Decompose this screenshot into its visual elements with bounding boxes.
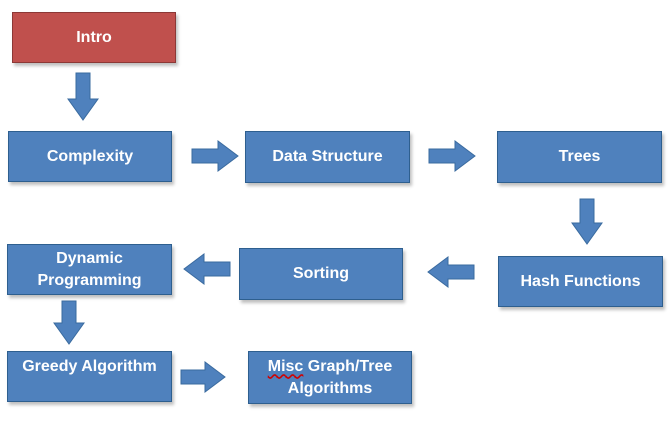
node-dynamic-programming: Dynamic Programming [7, 244, 172, 295]
node-complexity: Complexity [8, 131, 172, 182]
node-intro: Intro [12, 12, 176, 63]
arrow-complexity-to-data-structure [191, 140, 239, 172]
node-intro-label: Intro [76, 28, 112, 46]
arrow-data-structure-to-trees [428, 140, 476, 172]
arrow-greedy-to-misc-graph [180, 361, 226, 393]
node-misc-graph-tree-algorithms: Misc Graph/Tree Algorithms [248, 351, 412, 404]
arrow-intro-to-complexity [67, 72, 99, 121]
node-trees: Trees [497, 131, 662, 183]
arrow-dynamic-programming-to-greedy [53, 300, 85, 345]
node-greedy-algorithm-label: Greedy Algorithm [22, 358, 157, 375]
node-hash-functions: Hash Functions [498, 256, 663, 307]
node-greedy-algorithm: Greedy Algorithm [7, 351, 172, 402]
node-data-structure: Data Structure [245, 131, 410, 183]
arrow-hash-functions-to-sorting [427, 256, 475, 288]
node-dynamic-programming-label: Dynamic Programming [37, 249, 142, 289]
node-hash-functions-label: Hash Functions [520, 272, 641, 290]
node-sorting: Sorting [239, 248, 403, 300]
node-trees-label: Trees [558, 148, 601, 165]
node-complexity-label: Complexity [46, 147, 134, 165]
node-sorting-label: Sorting [293, 265, 349, 282]
node-data-structure-label: Data Structure [272, 148, 383, 165]
arrow-trees-to-hash-functions [571, 198, 603, 245]
misc-spellcheck-word: Misc [267, 357, 304, 375]
node-misc-graph-tree-algorithms-label: Misc Graph/Tree Algorithms [268, 356, 393, 400]
arrow-sorting-to-dynamic-programming [183, 253, 231, 285]
misc-graph-rest: Graph/Tree Algorithms [287, 357, 393, 397]
